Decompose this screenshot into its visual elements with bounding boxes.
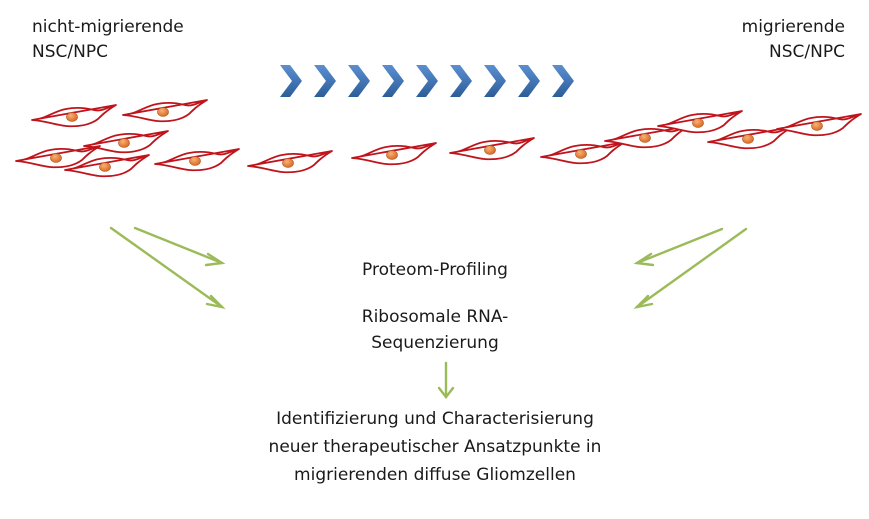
cells-nonmigrating bbox=[15, 99, 240, 178]
chevron-9 bbox=[552, 65, 574, 97]
method-ribo-line2: Sequenzierung bbox=[371, 333, 499, 353]
cell bbox=[122, 99, 208, 123]
method-ribo: Ribosomale RNA- Sequenzierung bbox=[240, 304, 630, 356]
method-proteom: Proteom-Profiling bbox=[362, 260, 508, 280]
cell bbox=[707, 126, 793, 150]
chevron-7 bbox=[484, 65, 506, 97]
chevron-2 bbox=[314, 65, 336, 97]
flow-arrows bbox=[109, 226, 748, 399]
cells-migrating-path bbox=[247, 137, 626, 174]
label-migrating-line1: migrierende bbox=[741, 17, 845, 37]
cell bbox=[154, 148, 240, 172]
result-line3: migrierenden diffuse Gliomzellen bbox=[294, 465, 576, 485]
result-line1: Identifizierung und Characterisierung bbox=[276, 409, 594, 429]
label-nonmigrating-line2: NSC/NPC bbox=[32, 42, 108, 62]
label-nonmigrating: nicht-migrierende NSC/NPC bbox=[32, 15, 184, 65]
chevron-6 bbox=[450, 65, 472, 97]
chevron-8 bbox=[518, 65, 540, 97]
chevron-4 bbox=[382, 65, 404, 97]
chevron-1 bbox=[280, 65, 302, 97]
cell bbox=[540, 141, 626, 165]
chevron-3 bbox=[348, 65, 370, 97]
arrow-left-lower bbox=[109, 226, 226, 309]
method-ribo-line1: Ribosomale RNA- bbox=[361, 307, 509, 327]
arrow-right-upper bbox=[633, 227, 724, 267]
progression-chevrons bbox=[280, 65, 574, 97]
result-text: Identifizierung und Characterisierung ne… bbox=[240, 405, 630, 489]
cells-migrating bbox=[604, 110, 862, 150]
arrow-right-lower bbox=[633, 227, 748, 309]
result-line2: neuer therapeutischer Ansatzpunkte in bbox=[268, 437, 602, 457]
cell bbox=[351, 142, 437, 166]
arrow-down bbox=[437, 361, 455, 399]
label-nonmigrating-line1: nicht-migrierende bbox=[32, 17, 184, 37]
arrow-left-upper bbox=[133, 226, 226, 267]
cell bbox=[31, 104, 117, 128]
cell bbox=[776, 113, 862, 137]
cell bbox=[449, 137, 535, 161]
cell bbox=[247, 150, 333, 174]
label-migrating: migrierende NSC/NPC bbox=[742, 15, 845, 65]
label-migrating-line2: NSC/NPC bbox=[769, 42, 845, 62]
chevron-5 bbox=[416, 65, 438, 97]
